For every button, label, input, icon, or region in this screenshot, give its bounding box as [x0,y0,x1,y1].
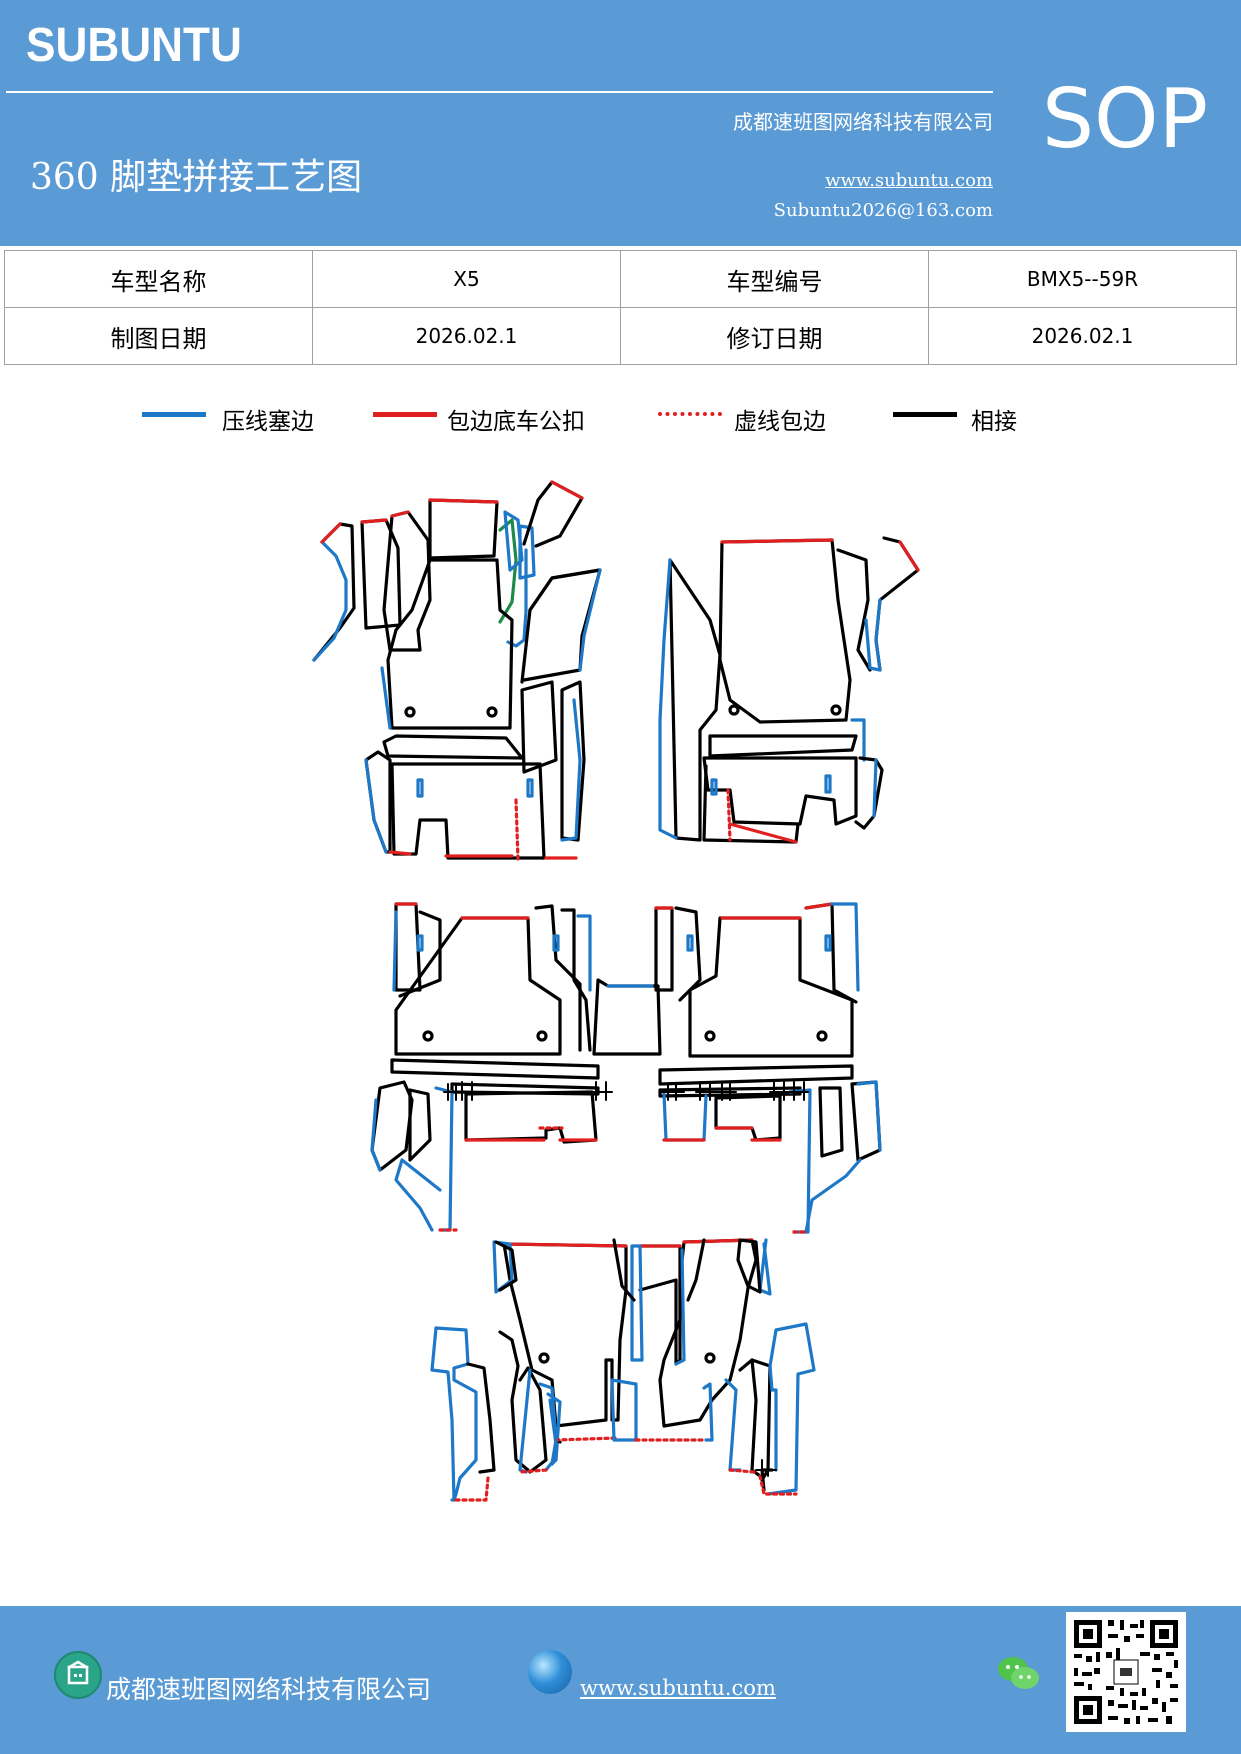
model-code-label: 车型编号 [620,250,929,308]
draw-date-value: 2026.02.1 [312,307,621,365]
model-code-value: BMX5--59R [928,250,1237,308]
legend-swatch [142,412,206,417]
footer-banner: 成都速班图网络科技有限公司 www.subuntu.com [0,1606,1241,1754]
legend-swatch [658,412,722,416]
line-legend: 压线塞边 包边底车公扣 虚线包边 相接 [0,400,1241,440]
front-left-mat [312,480,602,862]
floor-mat-diagram [312,480,920,1502]
legend-swatch [893,412,957,417]
model-name-label: 车型名称 [4,250,313,308]
center-tunnel-mat [592,978,662,1056]
qr-code [1066,1612,1186,1732]
footer-company-name: 成都速班图网络科技有限公司 [106,1675,432,1704]
table-row: 制图日期 2026.02.1 修订日期 2026.02.1 [4,307,1237,365]
company-name: 成都速班图网络科技有限公司 [733,110,993,134]
footer-website-link[interactable]: www.subuntu.com [580,1676,776,1700]
table-row: 车型名称 X5 车型编号 BMX5--59R [4,250,1237,308]
revision-date-value: 2026.02.1 [928,307,1237,365]
header-divider [6,91,993,93]
sop-badge: SOP [1042,72,1209,167]
rear-left-mat [370,902,613,1232]
brand-logo: SUBUNTU [26,19,242,72]
website-link[interactable]: www.subuntu.com [825,170,993,191]
page-title: 360 脚垫拼接工艺图 [30,157,363,198]
header-banner: SUBUNTU 成都速班图网络科技有限公司 360 脚垫拼接工艺图 www.su… [0,0,1241,246]
building-icon [54,1651,102,1699]
vehicle-info-table: 车型名称 X5 车型编号 BMX5--59R 制图日期 2026.02.1 修订… [4,250,1237,365]
wechat-icon[interactable] [996,1654,1042,1694]
model-name-value: X5 [312,250,621,308]
revision-date-label: 修订日期 [620,307,929,365]
legend-swatch [373,412,437,417]
rear-right-mat [654,902,882,1234]
draw-date-label: 制图日期 [4,307,313,365]
email-address: Subuntu2026@163.com [773,200,993,221]
front-right-mat [658,536,920,844]
third-row-mat [430,1238,816,1502]
globe-icon [528,1650,572,1694]
